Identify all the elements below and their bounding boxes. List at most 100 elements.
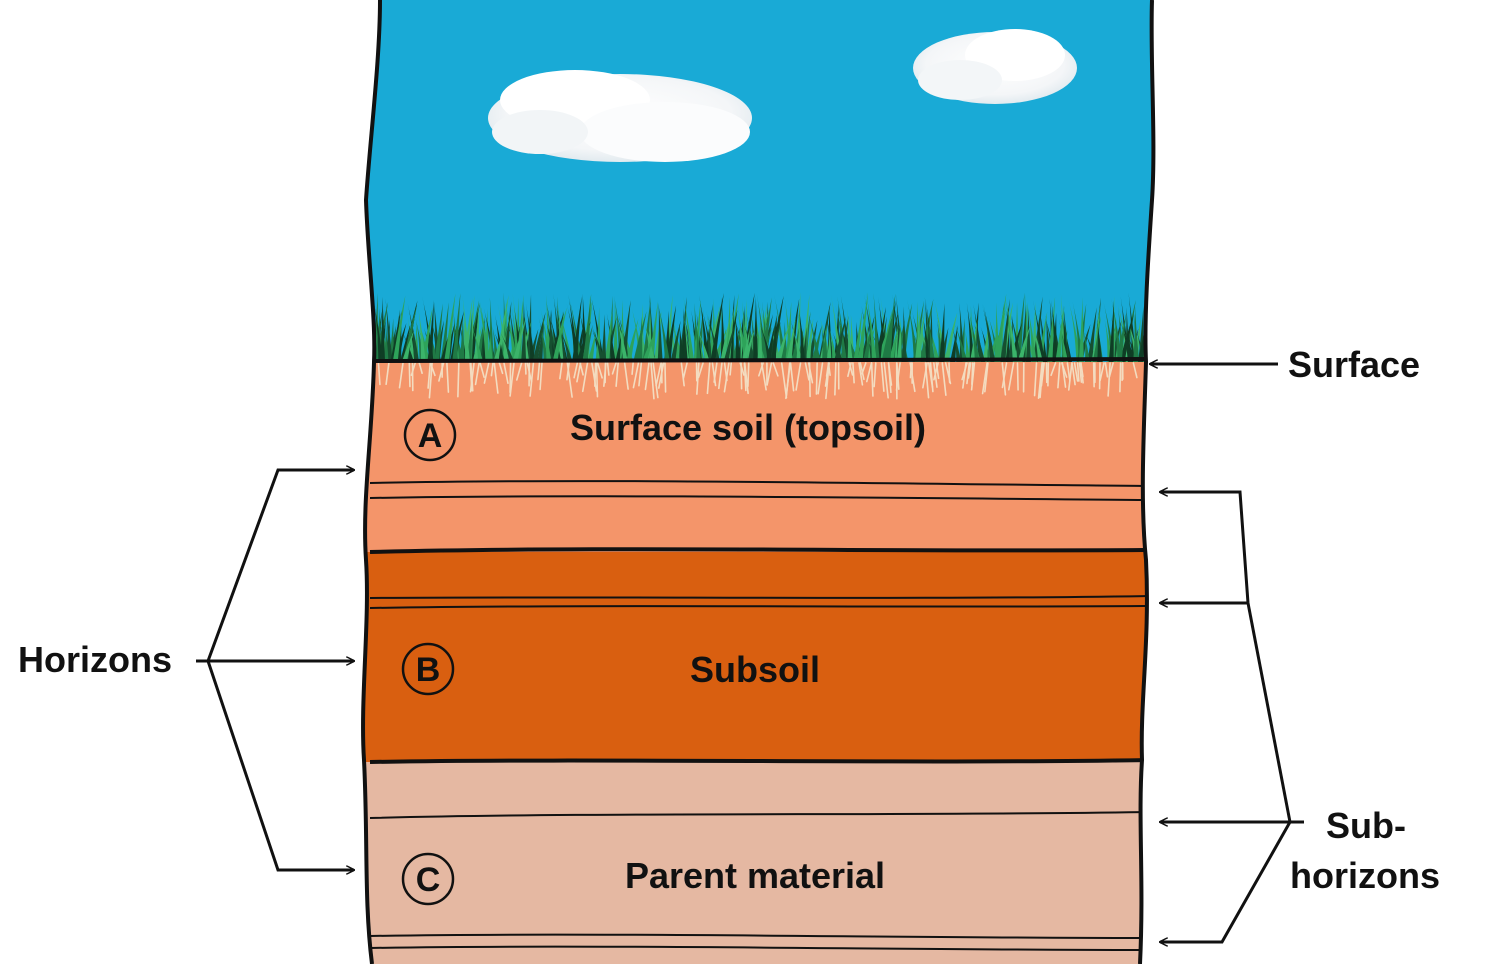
root-strand xyxy=(713,362,718,383)
root-strand xyxy=(1078,362,1083,383)
root-strand xyxy=(566,362,573,398)
grass-blade xyxy=(373,300,384,362)
root-strand xyxy=(438,362,445,382)
root-strand xyxy=(1076,362,1080,382)
grass-blade xyxy=(775,323,790,362)
root-strand xyxy=(573,362,579,379)
grass-blade xyxy=(847,308,853,362)
root-strand xyxy=(650,362,655,400)
grass-blade xyxy=(633,311,647,362)
root-strand xyxy=(789,362,795,392)
grass-blade xyxy=(601,314,607,362)
root-strand xyxy=(1001,362,1008,389)
grass-blade xyxy=(873,293,880,362)
root-strand xyxy=(427,362,432,389)
root-strand xyxy=(377,362,381,386)
root-strand xyxy=(483,362,490,384)
root-strand xyxy=(638,362,643,387)
root-strand xyxy=(971,362,974,385)
root-strand xyxy=(1061,362,1067,388)
cloud-right xyxy=(913,29,1077,104)
root-strand xyxy=(1007,362,1015,391)
grass-blade xyxy=(606,313,616,362)
root-strand xyxy=(503,362,509,384)
root-strand xyxy=(595,362,599,398)
grass-blade xyxy=(943,312,958,362)
root-strand xyxy=(1080,362,1084,378)
grass-blade xyxy=(1051,300,1059,362)
grass-blade xyxy=(723,324,735,362)
grass-blade xyxy=(756,293,768,362)
root-strand xyxy=(948,362,951,383)
root-strand xyxy=(747,362,750,388)
root-strand xyxy=(743,362,747,392)
horizon-boundaries xyxy=(369,547,1151,764)
subhorizons-arrows xyxy=(1160,492,1304,942)
grass-blade xyxy=(862,322,873,362)
root-strand xyxy=(772,362,779,377)
grass-blade xyxy=(1119,318,1133,362)
grass-blade xyxy=(1097,319,1103,362)
root-strand xyxy=(408,362,411,388)
root-strand xyxy=(865,362,873,383)
root-strand xyxy=(680,362,685,387)
grass-blade xyxy=(939,303,945,362)
grass-blade xyxy=(806,309,821,362)
root-strand xyxy=(539,362,543,391)
grass-blade xyxy=(604,311,613,362)
grass-blade xyxy=(500,331,515,362)
root-strand xyxy=(981,362,988,395)
grass-blade xyxy=(953,320,968,362)
grass-blade xyxy=(927,314,936,362)
root-strand xyxy=(883,362,889,399)
root-strand xyxy=(1104,362,1109,378)
root-strand xyxy=(807,362,814,384)
grass-blade xyxy=(1027,304,1037,362)
grass-blade xyxy=(828,326,838,362)
root-strand xyxy=(559,362,563,380)
root-strand xyxy=(632,362,640,389)
grass-blade xyxy=(791,327,800,362)
grass-blade xyxy=(525,303,536,362)
grass-blade xyxy=(786,317,796,362)
root-strand xyxy=(611,362,617,375)
grass-blade xyxy=(888,325,899,362)
horizon-c-letter: C xyxy=(416,861,441,899)
root-strand xyxy=(682,362,688,379)
grass-blade xyxy=(380,296,386,362)
grass-blade xyxy=(532,311,546,362)
grass-blade xyxy=(965,330,971,362)
grass-blade xyxy=(969,319,978,362)
horizon-c-marker: C xyxy=(401,852,455,906)
grass-blade xyxy=(1109,318,1117,362)
root-strand xyxy=(1071,362,1076,386)
root-strand xyxy=(418,362,423,375)
grass-blade xyxy=(821,326,828,362)
root-strand xyxy=(515,362,523,381)
grass-blade xyxy=(801,327,807,362)
grass-blade xyxy=(742,320,756,362)
grass-blade xyxy=(720,316,731,362)
root-strand xyxy=(927,362,934,388)
grass-blade xyxy=(444,293,456,362)
grass-blade xyxy=(657,302,663,362)
root-strand xyxy=(795,362,802,391)
grass-blade xyxy=(798,307,806,362)
root-strand xyxy=(1099,362,1105,382)
grass-blade xyxy=(1055,305,1065,362)
root-strand xyxy=(729,362,733,376)
root-strand xyxy=(706,362,711,395)
root-strand xyxy=(922,362,928,389)
root-strand xyxy=(606,362,610,376)
grass-blade xyxy=(1092,329,1099,362)
root-strand xyxy=(428,362,433,399)
grass-blade xyxy=(401,330,415,362)
grass-blade xyxy=(670,320,681,362)
root-strand xyxy=(398,362,404,389)
grass-blade xyxy=(926,319,940,362)
grass-blade xyxy=(811,324,823,362)
grass-blade xyxy=(857,292,869,362)
grass-blade xyxy=(678,324,684,362)
root-strand xyxy=(824,362,830,387)
grass-blade xyxy=(434,303,443,362)
